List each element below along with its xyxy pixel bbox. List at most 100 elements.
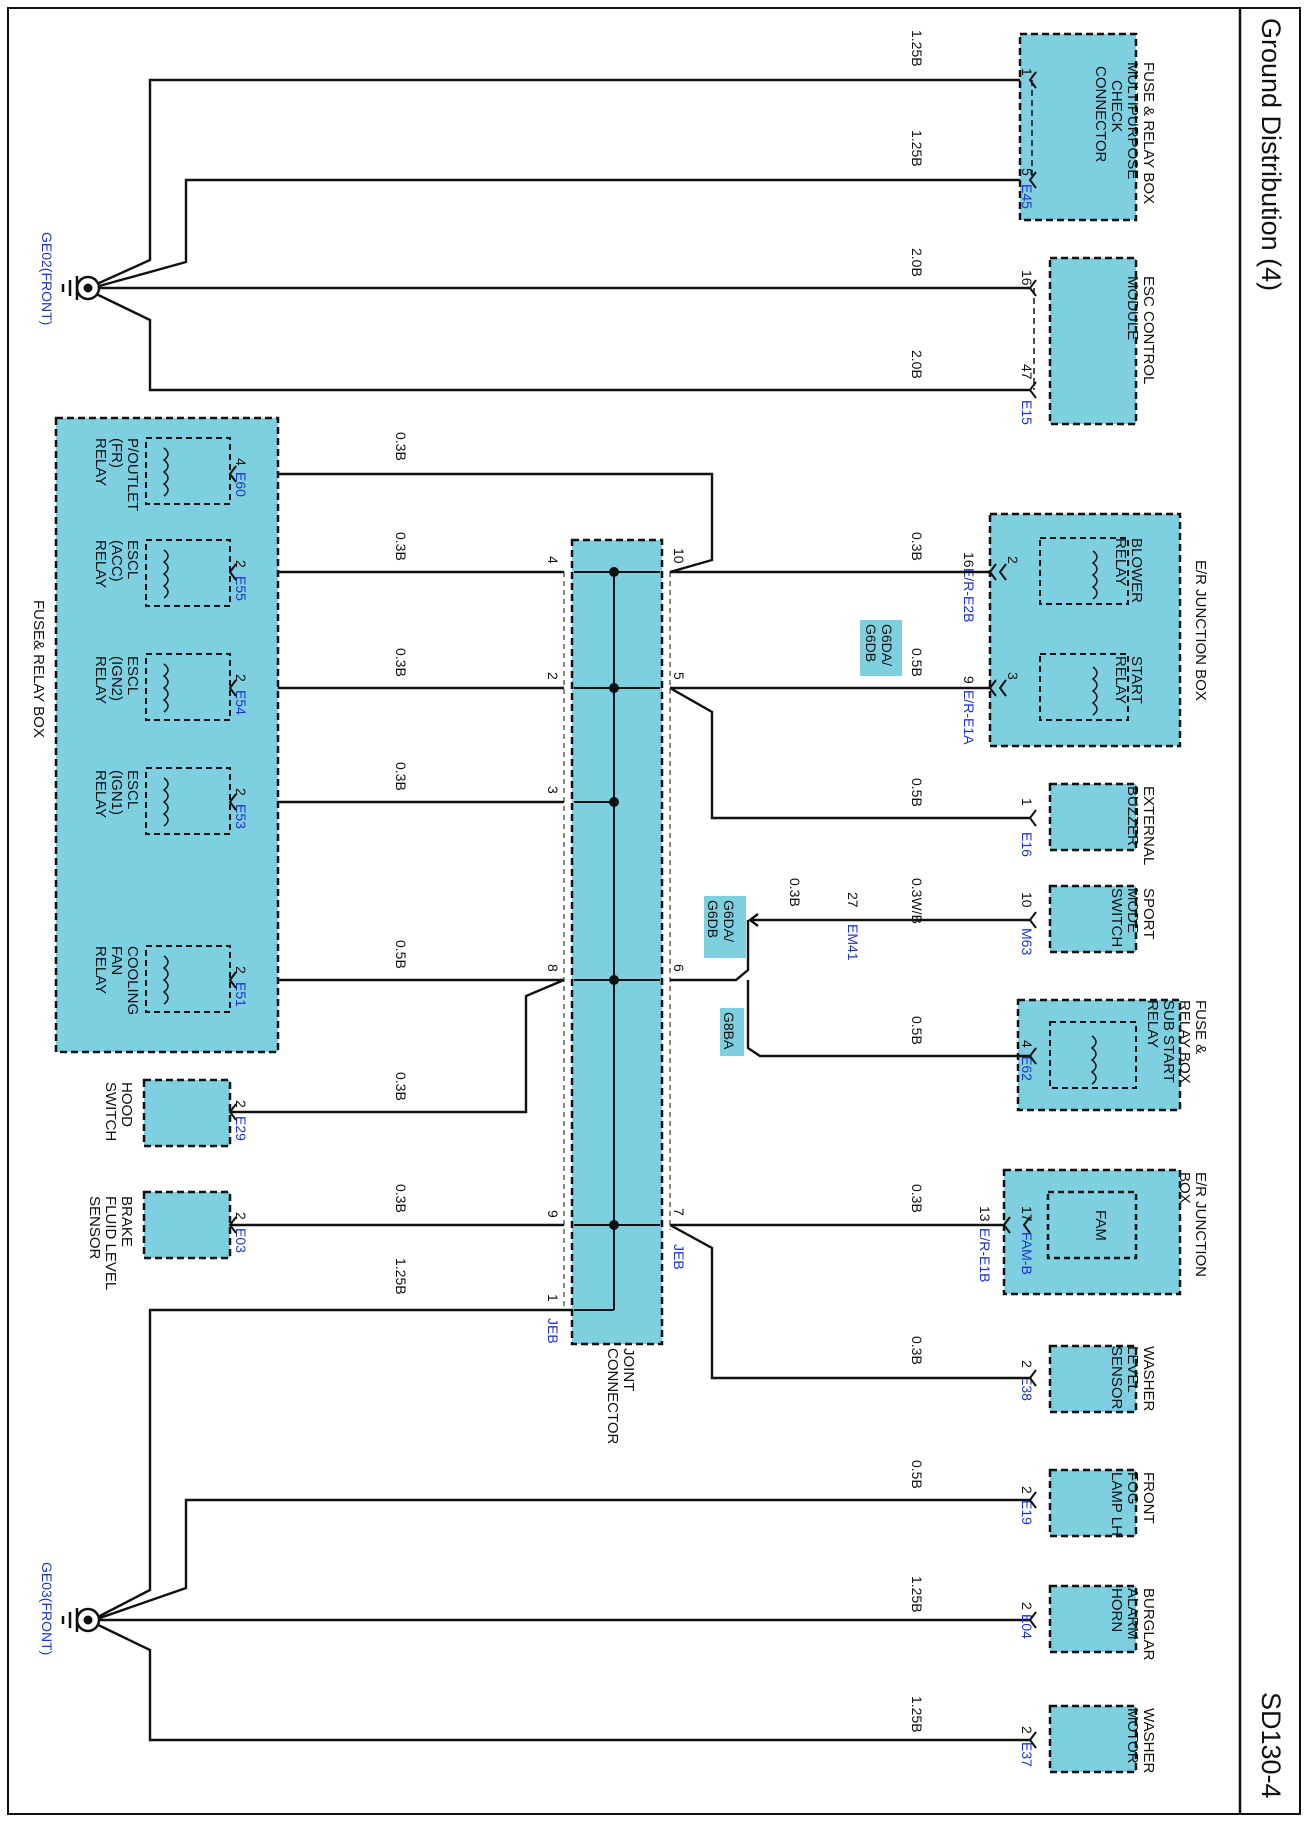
- pin-e29-2: 2: [233, 1100, 249, 1108]
- svg-text:RELAY BOX: RELAY BOX: [1176, 1000, 1193, 1084]
- ground-wires-ge03: [91, 1308, 1030, 1742]
- joint-rows: [574, 571, 660, 1311]
- label-burglar-horn: BURGLAR ALARM HORN: [1108, 1588, 1157, 1661]
- pin-blower-16: 16: [961, 552, 977, 568]
- joint-connector: [570, 538, 664, 1346]
- svg-text:0.5B: 0.5B: [393, 940, 409, 969]
- ground-symbol-ge02-icon: [61, 275, 101, 301]
- conn-e19: E19: [1019, 1500, 1035, 1525]
- pin-e55-2: 2: [233, 560, 249, 568]
- pin-washer-motor-2: 2: [1019, 1726, 1035, 1734]
- svg-text:G6DB: G6DB: [863, 624, 879, 662]
- label-hood-switch: HOOD SWITCH: [102, 1082, 135, 1141]
- esc-control-module: [1048, 256, 1138, 426]
- conn-e53: E53: [233, 804, 249, 829]
- svg-text:SUB START: SUB START: [1160, 1000, 1177, 1083]
- svg-text:HOOD: HOOD: [118, 1082, 135, 1127]
- svg-text:(IGN1): (IGN1): [108, 770, 125, 815]
- sub-start-relay: [1016, 998, 1182, 1112]
- svg-text:ALARM: ALARM: [1124, 1588, 1141, 1640]
- ground-label-ge03: GE03(FRONT): [39, 1562, 55, 1655]
- conn-er-e1b: E/R-E1B: [977, 1228, 993, 1282]
- pin-sport-10: 10: [1019, 892, 1035, 908]
- pin-horn-2: 2: [1019, 1602, 1035, 1610]
- conn-e15: E15: [1019, 400, 1035, 425]
- conn-m63: M63: [1019, 928, 1035, 955]
- pin-jc-6: 6: [671, 964, 687, 972]
- svg-text:(FR): (FR): [108, 438, 125, 468]
- pin-e15-16: 16: [1019, 270, 1035, 286]
- pin-e45-1: 1: [1019, 68, 1035, 76]
- svg-text:FUSE & RELAY BOX: FUSE & RELAY BOX: [1140, 62, 1157, 204]
- label-blower-relay: BLOWER RELAY: [1112, 538, 1145, 603]
- svg-text:FAN: FAN: [108, 946, 125, 975]
- svg-text:MOTOR: MOTOR: [1124, 1708, 1141, 1764]
- label-joint-connector: JOINT CONNECTOR: [604, 1348, 637, 1445]
- svg-text:G6DA/: G6DA/: [879, 624, 895, 666]
- svg-text:0.3B: 0.3B: [393, 1072, 409, 1101]
- tag-g6da-b: G6DA/ G6DB: [704, 896, 746, 958]
- wire-gauges: 1.25B 1.25B 2.0B 2.0B 0.3B 0.5B 0.5B 0.3…: [393, 30, 925, 1733]
- svg-text:E/R JUNCTION: E/R JUNCTION: [1192, 1172, 1209, 1277]
- svg-text:RELAY: RELAY: [92, 946, 109, 994]
- pin-jc-8: 8: [545, 964, 561, 972]
- svg-text:CONNECTOR: CONNECTOR: [604, 1348, 621, 1445]
- pin-jc-2: 2: [545, 672, 561, 680]
- pin-washer-level-2: 2: [1019, 1360, 1035, 1368]
- svg-text:2.0B: 2.0B: [909, 248, 925, 277]
- svg-text:ESCL: ESCL: [124, 656, 141, 695]
- pin-fog-2: 2: [1019, 1486, 1035, 1494]
- svg-text:SENSOR: SENSOR: [86, 1196, 103, 1260]
- svg-text:1.25B: 1.25B: [393, 1258, 409, 1295]
- label-poutlet-relay: P/OUTLET (FR) RELAY: [92, 438, 141, 511]
- label-fuse-relay-box: FUSE& RELAY BOX: [30, 600, 47, 738]
- er-junction-box-fam: [1002, 1168, 1182, 1296]
- conn-e16: E16: [1019, 832, 1035, 857]
- svg-text:BUZZER: BUZZER: [1124, 786, 1141, 846]
- page-border: [7, 7, 1301, 1815]
- svg-text:0.3B: 0.3B: [909, 1184, 925, 1213]
- label-escl-ign1: ESCL (IGN1) RELAY: [92, 770, 141, 818]
- svg-text:BRAKE: BRAKE: [118, 1196, 135, 1247]
- svg-text:RELAY: RELAY: [1144, 1000, 1161, 1048]
- svg-text:COOLING: COOLING: [124, 946, 141, 1015]
- svg-text:0.3B: 0.3B: [909, 1336, 925, 1365]
- label-escl-ign2: ESCL (IGN2) RELAY: [92, 656, 141, 704]
- svg-text:BOX: BOX: [1176, 1172, 1193, 1204]
- ground-label-ge02: GE02(FRONT): [39, 232, 55, 325]
- left-relays: [145, 437, 231, 1013]
- svg-text:MULTIPURPOSE: MULTIPURPOSE: [1124, 62, 1141, 179]
- conn-jeb-top: JEB: [671, 1244, 687, 1270]
- conn-em41: EM41: [845, 924, 861, 961]
- signal-wires: [230, 472, 1030, 1380]
- svg-text:E/R JUNCTION BOX: E/R JUNCTION BOX: [1192, 560, 1209, 701]
- brake-fluid-level-sensor: [142, 1190, 232, 1260]
- label-washer-level: WASHER LEVEL SENSOR: [1108, 1346, 1157, 1411]
- conn-e38: E38: [1019, 1376, 1035, 1401]
- label-fam: FAM: [1092, 1210, 1109, 1241]
- label-cooling-fan: COOLING FAN RELAY: [92, 946, 141, 1015]
- svg-text:EXTERNAL: EXTERNAL: [1140, 786, 1157, 865]
- pin-e45-5: 5: [1019, 168, 1035, 176]
- pin-jc-4: 4: [545, 556, 561, 564]
- washer-level-sensor: [1048, 1344, 1138, 1414]
- washer-motor: [1048, 1704, 1138, 1774]
- pin-e15-47: 47: [1019, 364, 1035, 380]
- pin-start-9: 9: [961, 676, 977, 684]
- svg-text:RELAY: RELAY: [1112, 656, 1129, 704]
- svg-text:FUSE& RELAY BOX: FUSE& RELAY BOX: [30, 600, 47, 738]
- svg-text:G8BA: G8BA: [721, 1012, 737, 1050]
- svg-text:SWITCH: SWITCH: [102, 1082, 119, 1141]
- svg-text:MODULE: MODULE: [1124, 276, 1141, 340]
- svg-text:BLOWER: BLOWER: [1128, 538, 1145, 603]
- conn-e37: E37: [1019, 1742, 1035, 1767]
- tag-g6da-a: G6DA/ G6DB: [860, 620, 902, 676]
- label-escl-acc: ESCL (ACC) RELAY: [92, 540, 141, 588]
- conn-e51: E51: [233, 982, 249, 1007]
- external-buzzer: [1048, 782, 1138, 852]
- svg-text:(IGN2): (IGN2): [108, 656, 125, 701]
- label-front-fog: FRONT FOG LAMP LH: [1108, 1472, 1157, 1536]
- ground-wires-ge02: [87, 78, 1030, 392]
- svg-text:1.25B: 1.25B: [909, 1576, 925, 1613]
- svg-text:FLUID LEVEL: FLUID LEVEL: [102, 1196, 119, 1290]
